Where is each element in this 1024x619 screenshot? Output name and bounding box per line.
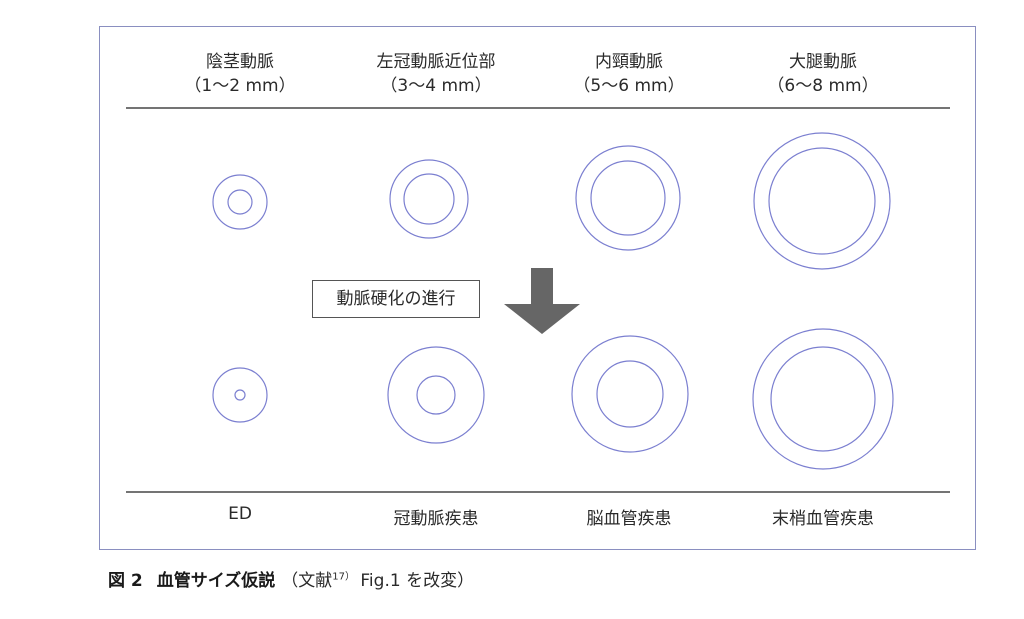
- column-header-2: 左冠動脈近位部 （3〜4 mm）: [336, 50, 536, 98]
- penile-artery-narrowed: [212, 367, 268, 423]
- vessel-lumen: [770, 346, 876, 452]
- vessel-wall-outer: [212, 174, 268, 230]
- penile-artery-normal: [212, 174, 268, 230]
- vessel-size: （5〜6 mm）: [573, 76, 685, 96]
- figure-note: （文献17） Fig.1 を改変）: [281, 571, 474, 591]
- column-header-1: 陰茎動脈 （1〜2 mm）: [140, 50, 340, 98]
- internal-carotid-artery-narrowed: [571, 335, 689, 453]
- note-suffix: Fig.1 を改変）: [354, 571, 475, 591]
- vessel-wall-outer: [752, 328, 894, 470]
- disease-label-2: 冠動脈疾患: [393, 509, 479, 529]
- disease-label-3: 脳血管疾患: [586, 509, 672, 529]
- vessel-name: 大腿動脈: [789, 52, 857, 72]
- figure-title: 血管サイズ仮説: [156, 571, 276, 591]
- internal-carotid-artery-normal: [575, 145, 681, 251]
- normal-vessels-row: [212, 132, 891, 270]
- left-coronary-artery-narrowed: [387, 346, 485, 444]
- progress-label: 動脈硬化の進行: [312, 280, 480, 318]
- column-header-4: 大腿動脈 （6〜8 mm）: [723, 50, 923, 98]
- vessel-lumen: [227, 189, 253, 215]
- vessel-wall-outer: [387, 346, 485, 444]
- vessel-lumen: [416, 375, 456, 415]
- figure-number: 図 2: [108, 571, 143, 591]
- left-coronary-artery-normal: [389, 159, 469, 239]
- vessel-wall-outer: [753, 132, 891, 270]
- disease-label-1: ED: [228, 504, 252, 524]
- disease-label-4: 末梢血管疾患: [772, 509, 874, 529]
- vessel-lumen: [596, 360, 664, 428]
- vessel-wall-outer: [389, 159, 469, 239]
- figure-caption: 図 2 血管サイズ仮説（文献17） Fig.1 を改変）: [108, 566, 474, 591]
- vessel-name: 内頸動脈: [595, 52, 663, 72]
- reference-number: 17）: [332, 571, 355, 583]
- vessel-name: 陰茎動脈: [206, 52, 274, 72]
- figure-frame: [99, 26, 976, 550]
- femoral-artery-narrowed: [752, 328, 894, 470]
- vessel-lumen: [403, 173, 455, 225]
- vessel-wall-outer: [575, 145, 681, 251]
- down-arrow-icon: [504, 268, 580, 334]
- vessel-lumen: [234, 389, 246, 401]
- femoral-artery-normal: [753, 132, 891, 270]
- vessel-wall-outer: [571, 335, 689, 453]
- vessel-lumen: [590, 160, 666, 236]
- vessel-size: （3〜4 mm）: [380, 76, 492, 96]
- vessel-size: （1〜2 mm）: [184, 76, 296, 96]
- vessel-wall-outer: [212, 367, 268, 423]
- vessel-name: 左冠動脈近位部: [376, 52, 496, 72]
- note-prefix: （文献: [281, 571, 333, 591]
- atherosclerotic-vessels-row: [212, 328, 894, 470]
- vessel-size: （6〜8 mm）: [767, 76, 879, 96]
- vessel-lumen: [768, 147, 876, 255]
- column-header-3: 内頸動脈 （5〜6 mm）: [529, 50, 729, 98]
